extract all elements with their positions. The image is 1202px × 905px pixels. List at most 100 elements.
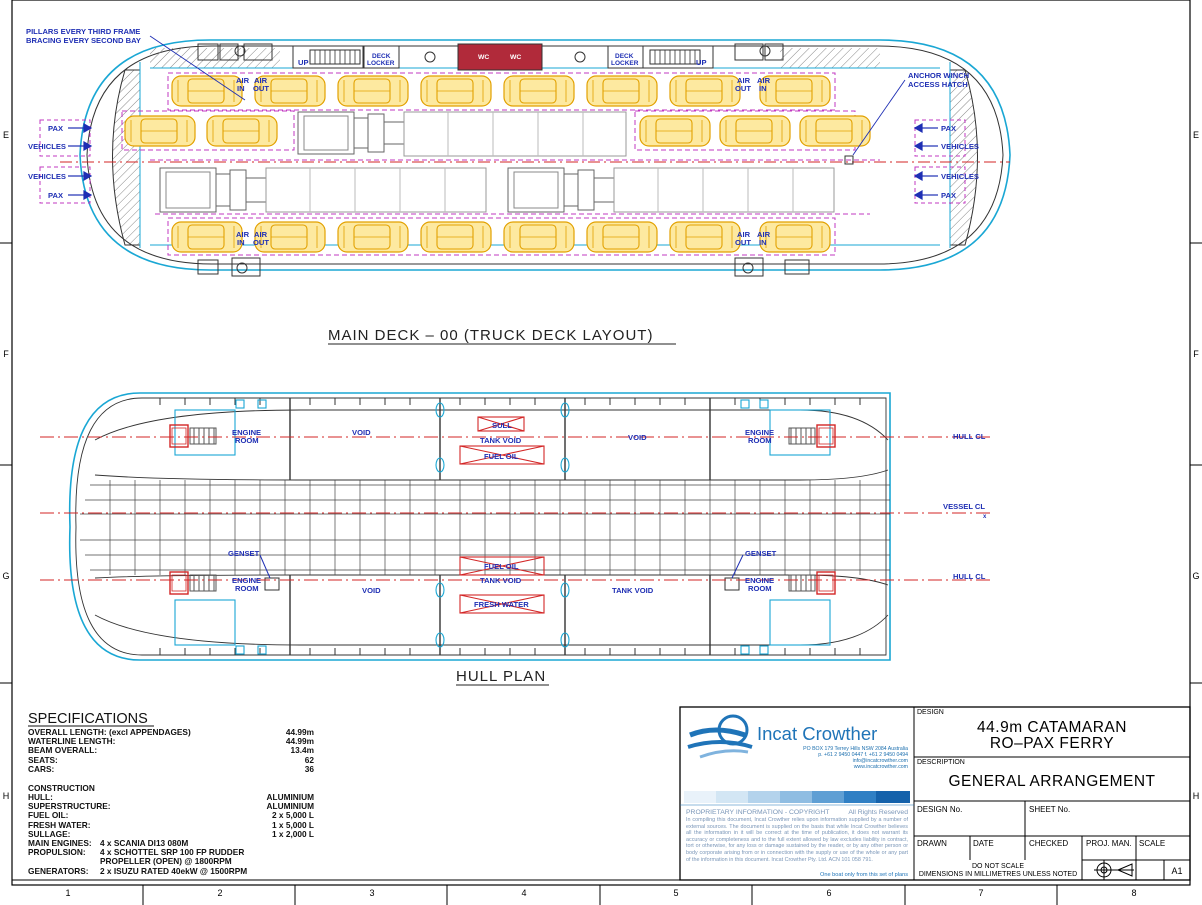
anchor-winch-label: ANCHOR WINCH [908,71,969,80]
air-label-2: AIR [254,76,268,85]
fresh-water-label: FRESH WATER [474,600,529,609]
web-text: www.incatcrowther.com [853,764,908,770]
deck-locker-1a: DECK [372,53,391,60]
deck-locker-2a: DECK [615,53,634,60]
pax-label-left-2: PAX [48,191,63,200]
spec-label: CARS: [28,763,55,774]
description-value: GENERAL ARRANGEMENT [948,773,1156,790]
spec-label: WATERLINE LENGTH: [28,736,116,747]
company-name: Incat Crowther [757,723,877,744]
deck-locker-2b: LOCKER [611,60,639,67]
hull-cl-label-1: HULL CL [953,432,986,441]
vehicles-label-right-2: VEHICLES [941,172,979,181]
border-col-number: 7 [978,888,984,898]
rows_b-row: FUEL OIL:2 x 5,000 L [28,811,318,820]
fuel-oil-label-1: FUEL OIL [484,452,519,461]
border-col-number: 6 [826,888,832,898]
one-boat-text: One boat only from this set of plans [820,872,908,878]
genset-label-2: GENSET [745,549,777,558]
rows_a-row: CARS: 36 [28,763,318,774]
border-col-number: 5 [673,888,679,898]
propulsion-value-2: PROPELLER (OPEN) @ 1800RPM [100,856,232,866]
proprietary-heading: PROPRIETARY INFORMATION - COPYRIGHT [686,809,830,816]
spec-value: 62 [304,754,314,765]
air-label-8: AIR [757,230,771,239]
border-row-letter: F [3,349,9,359]
scale-label: SCALE [1139,839,1166,848]
main-deck-title: MAIN DECK – 00 (TRUCK DECK LAYOUT) [328,327,653,344]
spec-value: ALUMINIUM [266,801,314,812]
spec-label: SEATS: [28,754,58,765]
sheet-size: A1 [1171,866,1183,876]
tank-void-label-1: TANK VOID [480,436,522,445]
proj-man-label: PROJ. MAN. [1086,839,1132,848]
spec-value: 44.99m [285,736,314,747]
dimensions-note: DIMENSIONS IN MILLIMETRES UNLESS NOTED [918,871,1078,878]
design-line-2: RO–PAX FERRY [989,735,1115,752]
sull-label: SULL [492,421,512,430]
tank-void-label-2: TANK VOID [480,576,522,585]
air-label-3: AIR [737,76,751,85]
rows_a-row: BEAM OVERALL:13.4m [28,746,318,755]
engine-room-2a: ENGINE [745,428,774,437]
checked-label: CHECKED [1029,839,1069,848]
deck-locker-1b: LOCKER [367,60,395,67]
rows_a-row: WATERLINE LENGTH: 44.99m [28,736,318,747]
do-not-scale: DO NOT SCALE [972,863,1024,870]
border-row-letter: E [1192,130,1199,140]
engine-room-2b: ROOM [748,436,772,445]
in-label-4: IN [759,238,767,247]
air-label-6: AIR [254,230,268,239]
void-label-2: VOID [628,433,647,442]
hull-plan: ENGINE ROOM ENGINE ROOM ENGINE ROOM ENGI… [40,392,990,686]
hull-cl-label-2: HULL CL [953,572,986,581]
rows_b-row: SULLAGE:1 x 2,000 L [28,828,318,839]
void-label-1: VOID [352,428,371,437]
pax-label-left-1: PAX [48,124,63,133]
date-label: DATE [973,839,994,848]
email-text: info@incatcrowther.com [852,758,908,764]
propulsion-label: PROPULSION: [28,847,86,857]
main-deck-plan: PILLARS EVERY THIRD FRAME BRACING EVERY … [26,27,1011,345]
in-label-1: IN [237,84,245,93]
generators-label: GENERATORS: [28,866,89,876]
border-row-letter: H [2,791,10,801]
design-no-label: DESIGN No. [917,805,963,814]
border-col-number: 4 [521,888,527,898]
up-label-1: UP [298,58,309,67]
specifications-heading: SPECIFICATIONS [28,711,148,727]
spec-value: 36 [304,763,314,774]
note-bracing: BRACING EVERY SECOND BAY [26,36,141,45]
out-label-3: OUT [253,238,269,247]
spec-value: 1 x 5,000 L [272,819,314,830]
up-label-2: UP [696,58,707,67]
engine-room-3b: ROOM [235,584,259,593]
spec-label: HULL: [28,792,53,802]
vessel-cl-x: x [983,514,987,520]
address-line-2: p. +61 2 9450 0447 f. +61 2 9450 0494 [818,752,908,758]
rows_a-row: SEATS: 62 [28,754,318,765]
design-line-1: 44.9m CATAMARAN [977,719,1127,736]
spec-value: 2 x 5,000 L [272,810,314,821]
disclaimer-text: In compiling this document, Incat Crowth… [686,817,908,863]
in-label-3: IN [237,238,245,247]
engine-room-4b: ROOM [748,584,772,593]
propulsion-value: 4 x SCHOTTEL SRP 100 FP RUDDER [100,847,245,857]
sheet-no-label: SHEET No. [1029,805,1071,814]
border-row-letter: G [1192,571,1200,581]
fuel-oil-label-2: FUEL OIL [484,562,519,571]
engine-room-3a: ENGINE [232,576,261,585]
out-label-2: OUT [735,84,751,93]
engine-room-4a: ENGINE [745,576,774,585]
main-engines-value: 4 x SCANIA DI13 080M [100,838,189,848]
air-label-1: AIR [236,76,250,85]
air-label-7: AIR [737,230,751,239]
rows_b-row: FRESH WATER:1 x 5,000 L [28,819,318,830]
design-label: DESIGN [917,709,944,716]
hull-plan-title: HULL PLAN [456,668,546,685]
vessel-cl-label: VESSEL CL [943,502,985,511]
border-col-number: 1 [65,888,71,898]
spec-value: 1 x 2,000 L [272,828,314,839]
